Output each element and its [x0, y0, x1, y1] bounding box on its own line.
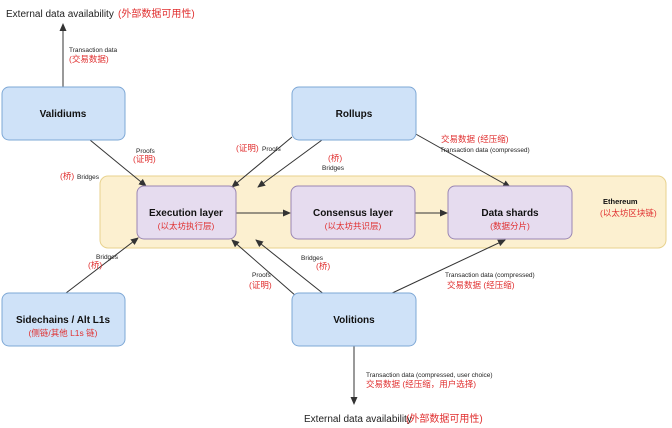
consensus-layer-title: Consensus layer	[313, 208, 393, 219]
validiums-bridges-label-cn: (桥)	[60, 171, 74, 181]
sidechains-box	[1, 292, 126, 347]
validiums-proofs-label-cn: (证明)	[133, 154, 156, 164]
consensus-layer-box	[290, 185, 416, 240]
execution-layer-box	[136, 185, 237, 240]
edge-validiums-execution	[82, 132, 147, 187]
volitions-proofs-label-cn: (证明)	[249, 280, 272, 290]
volitions-tx-shards-label: Transaction data (compressed)	[445, 272, 535, 279]
external-top-label: External data availability	[6, 9, 114, 20]
sidechains-title: Sidechains / Alt L1s	[16, 315, 111, 326]
rollups-proofs-label: Proofs	[262, 146, 282, 153]
edge-volitions-execution-bridges	[255, 239, 333, 303]
volitions-tx-shards-label-cn: 交易数据 (经压缩)	[447, 280, 515, 290]
validiums-box	[1, 86, 126, 141]
edge-rollups-execution-bridges	[257, 133, 330, 188]
volitions-bridges-label: Bridges	[301, 255, 324, 262]
volitions-tx-external-label: Transaction data (compressed, user choic…	[366, 372, 493, 379]
volitions-bridges-label-cn: (桥)	[316, 261, 330, 271]
rollups-title: Rollups	[336, 109, 373, 120]
validiums-bridges-label: Bridges	[77, 174, 100, 181]
external-bottom-label: External data availability	[304, 414, 412, 425]
sidechains-cn: (侧链/其他 L1s 链)	[29, 328, 98, 338]
volitions-proofs-label: Proofs	[252, 272, 272, 279]
rollups-proofs-label-cn: (证明)	[236, 143, 259, 153]
execution-layer-title: Execution layer	[149, 208, 223, 219]
data-shards-cn: (数据分片)	[490, 221, 530, 231]
edge-rollups-shards	[404, 127, 511, 188]
external-bottom-label-cn: (外部数据可用性)	[406, 412, 483, 425]
sidechains-bridges-label: Bridges	[96, 254, 119, 261]
volitions-tx-external-label-cn: 交易数据 (经压缩，用户选择)	[366, 379, 476, 389]
volitions-title: Volitions	[333, 315, 375, 326]
rollups-bridges-label-cn: (桥)	[328, 153, 342, 163]
rollups-tx-label: Transaction data (compressed)	[440, 147, 530, 154]
validiums-tx-label-cn: (交易数据)	[69, 54, 109, 64]
data-shards-box	[447, 185, 573, 240]
rollups-box	[291, 86, 417, 141]
validiums-proofs-label: Proofs	[136, 148, 156, 155]
consensus-layer-cn: (以太坊共识层)	[325, 221, 382, 231]
external-top-label-cn: (外部数据可用性)	[118, 7, 195, 20]
sidechains-bridges-label-cn: (桥)	[88, 260, 102, 270]
rollups-bridges-label: Bridges	[322, 165, 345, 172]
validiums-title: Validiums	[40, 109, 87, 120]
edge-volitions-shards	[387, 239, 506, 296]
data-shards-title: Data shards	[481, 208, 539, 219]
ethereum-band-label: Ethereum	[603, 197, 638, 206]
edge-sidechains-execution	[58, 237, 139, 301]
ethereum-band-label-cn: (以太坊区块链)	[600, 208, 657, 218]
execution-layer-cn: (以太坊执行层)	[158, 221, 215, 231]
volitions-box	[291, 292, 417, 347]
validiums-tx-label: Transaction data	[69, 47, 118, 54]
rollups-tx-label-cn: 交易数据 (经压缩)	[441, 134, 509, 144]
